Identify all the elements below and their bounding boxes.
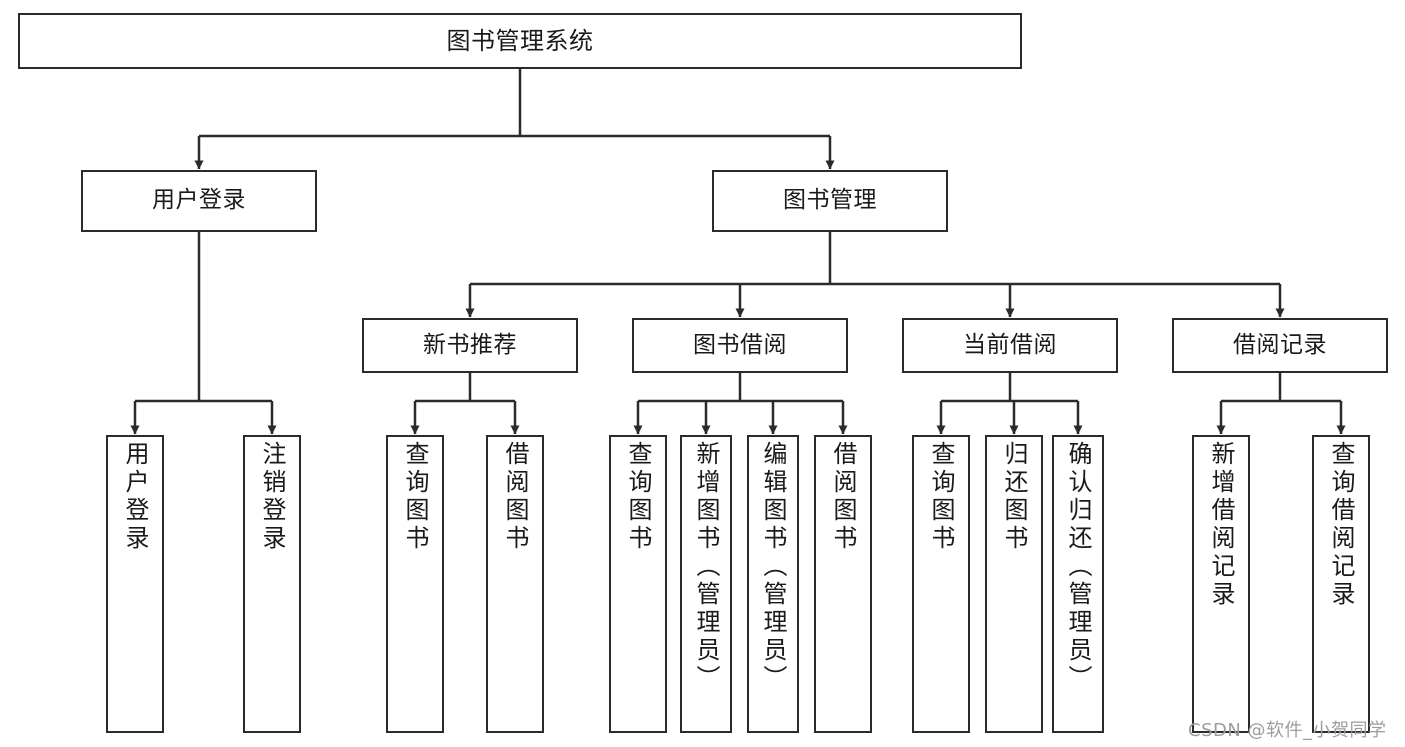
node-label: 图书管理系统 [446,26,594,55]
node-label: 当前借阅 [963,331,1057,358]
node-label: 归还图书 [1000,441,1028,553]
node-label: 编辑图书（管理员） [759,441,787,693]
node-leaf-user-login: 用户登录 [106,435,164,733]
node-label: 查询借阅记录 [1327,441,1355,609]
node-leaf-edit-book-admin: 编辑图书（管理员） [747,435,799,733]
node-label: 查询图书 [624,441,652,553]
node-label: 借阅图书 [829,441,857,553]
node-label: 查询图书 [401,441,429,553]
node-leaf-borrow-book: 借阅图书 [814,435,872,733]
node-leaf-query-book-cur: 查询图书 [912,435,970,733]
node-label: 借阅图书 [501,441,529,553]
node-label: 查询图书 [927,441,955,553]
node-leaf-return-book: 归还图书 [985,435,1043,733]
node-leaf-confirm-return-admin: 确认归还（管理员） [1052,435,1104,733]
node-book-manage: 图书管理 [712,170,948,232]
node-leaf-user-logout: 注销登录 [243,435,301,733]
node-user-login: 用户登录 [81,170,317,232]
node-label: 图书管理 [783,187,877,214]
node-label: 注销登录 [258,441,286,553]
node-label: 确认归还（管理员） [1064,441,1092,693]
node-leaf-query-book-borrow: 查询图书 [609,435,667,733]
node-book-borrow: 图书借阅 [632,318,848,373]
node-borrow-record: 借阅记录 [1172,318,1388,373]
node-leaf-query-borrow-record: 查询借阅记录 [1312,435,1370,733]
node-label: 新增图书（管理员） [692,441,720,693]
node-root: 图书管理系统 [18,13,1022,69]
node-leaf-query-book-rec: 查询图书 [386,435,444,733]
node-current-borrow: 当前借阅 [902,318,1118,373]
node-leaf-add-borrow-record: 新增借阅记录 [1192,435,1250,733]
node-leaf-add-book-admin: 新增图书（管理员） [680,435,732,733]
node-label: 新增借阅记录 [1207,441,1235,609]
node-leaf-borrow-book-rec: 借阅图书 [486,435,544,733]
node-new-book-recommend: 新书推荐 [362,318,578,373]
node-label: 用户登录 [121,441,149,553]
node-label: 图书借阅 [693,331,787,358]
node-label: 新书推荐 [423,331,517,358]
node-label: 借阅记录 [1233,331,1327,358]
node-label: 用户登录 [152,187,246,214]
